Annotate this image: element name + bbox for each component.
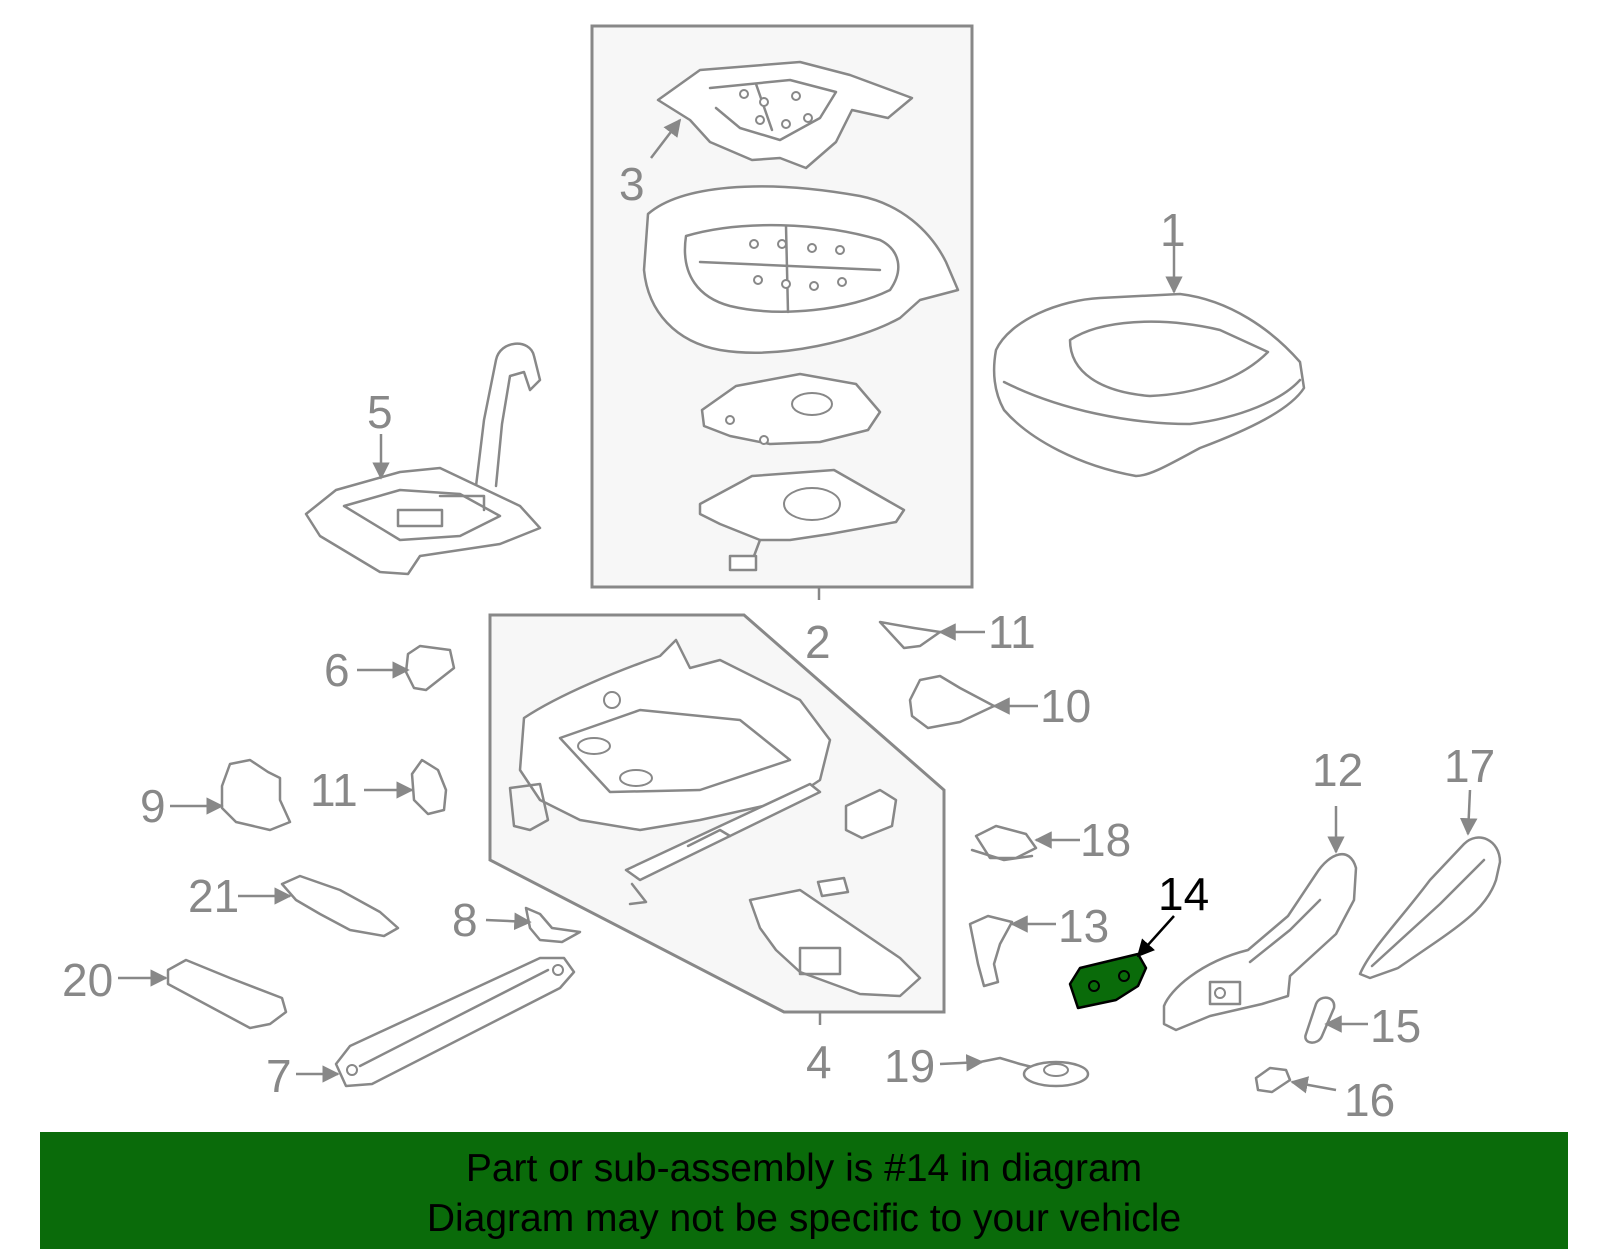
- callout-2: 2: [805, 616, 831, 668]
- callout-4: 4: [806, 1036, 832, 1088]
- callout-21: 21: [188, 870, 239, 922]
- part-17-side-shield-cover: [1358, 836, 1502, 980]
- info-banner: Part or sub-assembly is #14 in diagram D…: [40, 1132, 1568, 1249]
- part-15: [1304, 996, 1336, 1044]
- callout-5: 5: [367, 386, 393, 438]
- part-19-harness: [978, 1056, 1090, 1088]
- callout-3: 3: [619, 158, 645, 210]
- part-16: [1254, 1066, 1292, 1094]
- seat-cushion-pad: [642, 185, 960, 354]
- cushion-bracket: [700, 372, 882, 446]
- callout-10: 10: [1040, 680, 1091, 732]
- callout-8: 8: [452, 894, 478, 946]
- callout-14[interactable]: 14: [1158, 868, 1209, 920]
- part-20: [166, 958, 288, 1030]
- callout-16: 16: [1344, 1074, 1395, 1126]
- part-8: [524, 906, 582, 944]
- callout-12: 12: [1312, 744, 1363, 796]
- callout-15: 15: [1370, 1000, 1421, 1052]
- callout-11-left: 11: [310, 764, 358, 816]
- part-3-heater-mat: [656, 60, 914, 170]
- callout-1: 1: [1160, 204, 1186, 256]
- banner-line-1: Part or sub-assembly is #14 in diagram: [465, 1147, 1143, 1190]
- part-10: [908, 674, 996, 730]
- callout-18: 18: [1080, 814, 1131, 866]
- part-7-rail-cover: [334, 956, 576, 1088]
- callout-9: 9: [140, 780, 166, 832]
- part-11a: [878, 620, 942, 650]
- part-1-cushion-cover: [992, 292, 1306, 478]
- part-9: [220, 758, 292, 832]
- callout-11-top: 11: [988, 606, 1036, 658]
- callout-20: 20: [62, 954, 113, 1006]
- part-11b: [410, 758, 448, 816]
- callout-6: 6: [324, 644, 350, 696]
- part-5-seat-base: [304, 342, 542, 576]
- occupant-sensor-mat: [698, 468, 906, 572]
- callout-7: 7: [266, 1050, 292, 1102]
- callout-19: 19: [884, 1040, 935, 1092]
- callout-13: 13: [1058, 900, 1109, 952]
- part-14-highlighted[interactable]: [1068, 952, 1148, 1010]
- part-13: [968, 914, 1014, 988]
- seat-frame-track: [508, 638, 922, 998]
- part-21: [280, 874, 400, 938]
- banner-line-2: Diagram may not be specific to your vehi…: [426, 1197, 1182, 1240]
- callout-17: 17: [1444, 740, 1495, 792]
- part-6: [404, 644, 456, 692]
- part-12-side-shield: [1162, 852, 1358, 1032]
